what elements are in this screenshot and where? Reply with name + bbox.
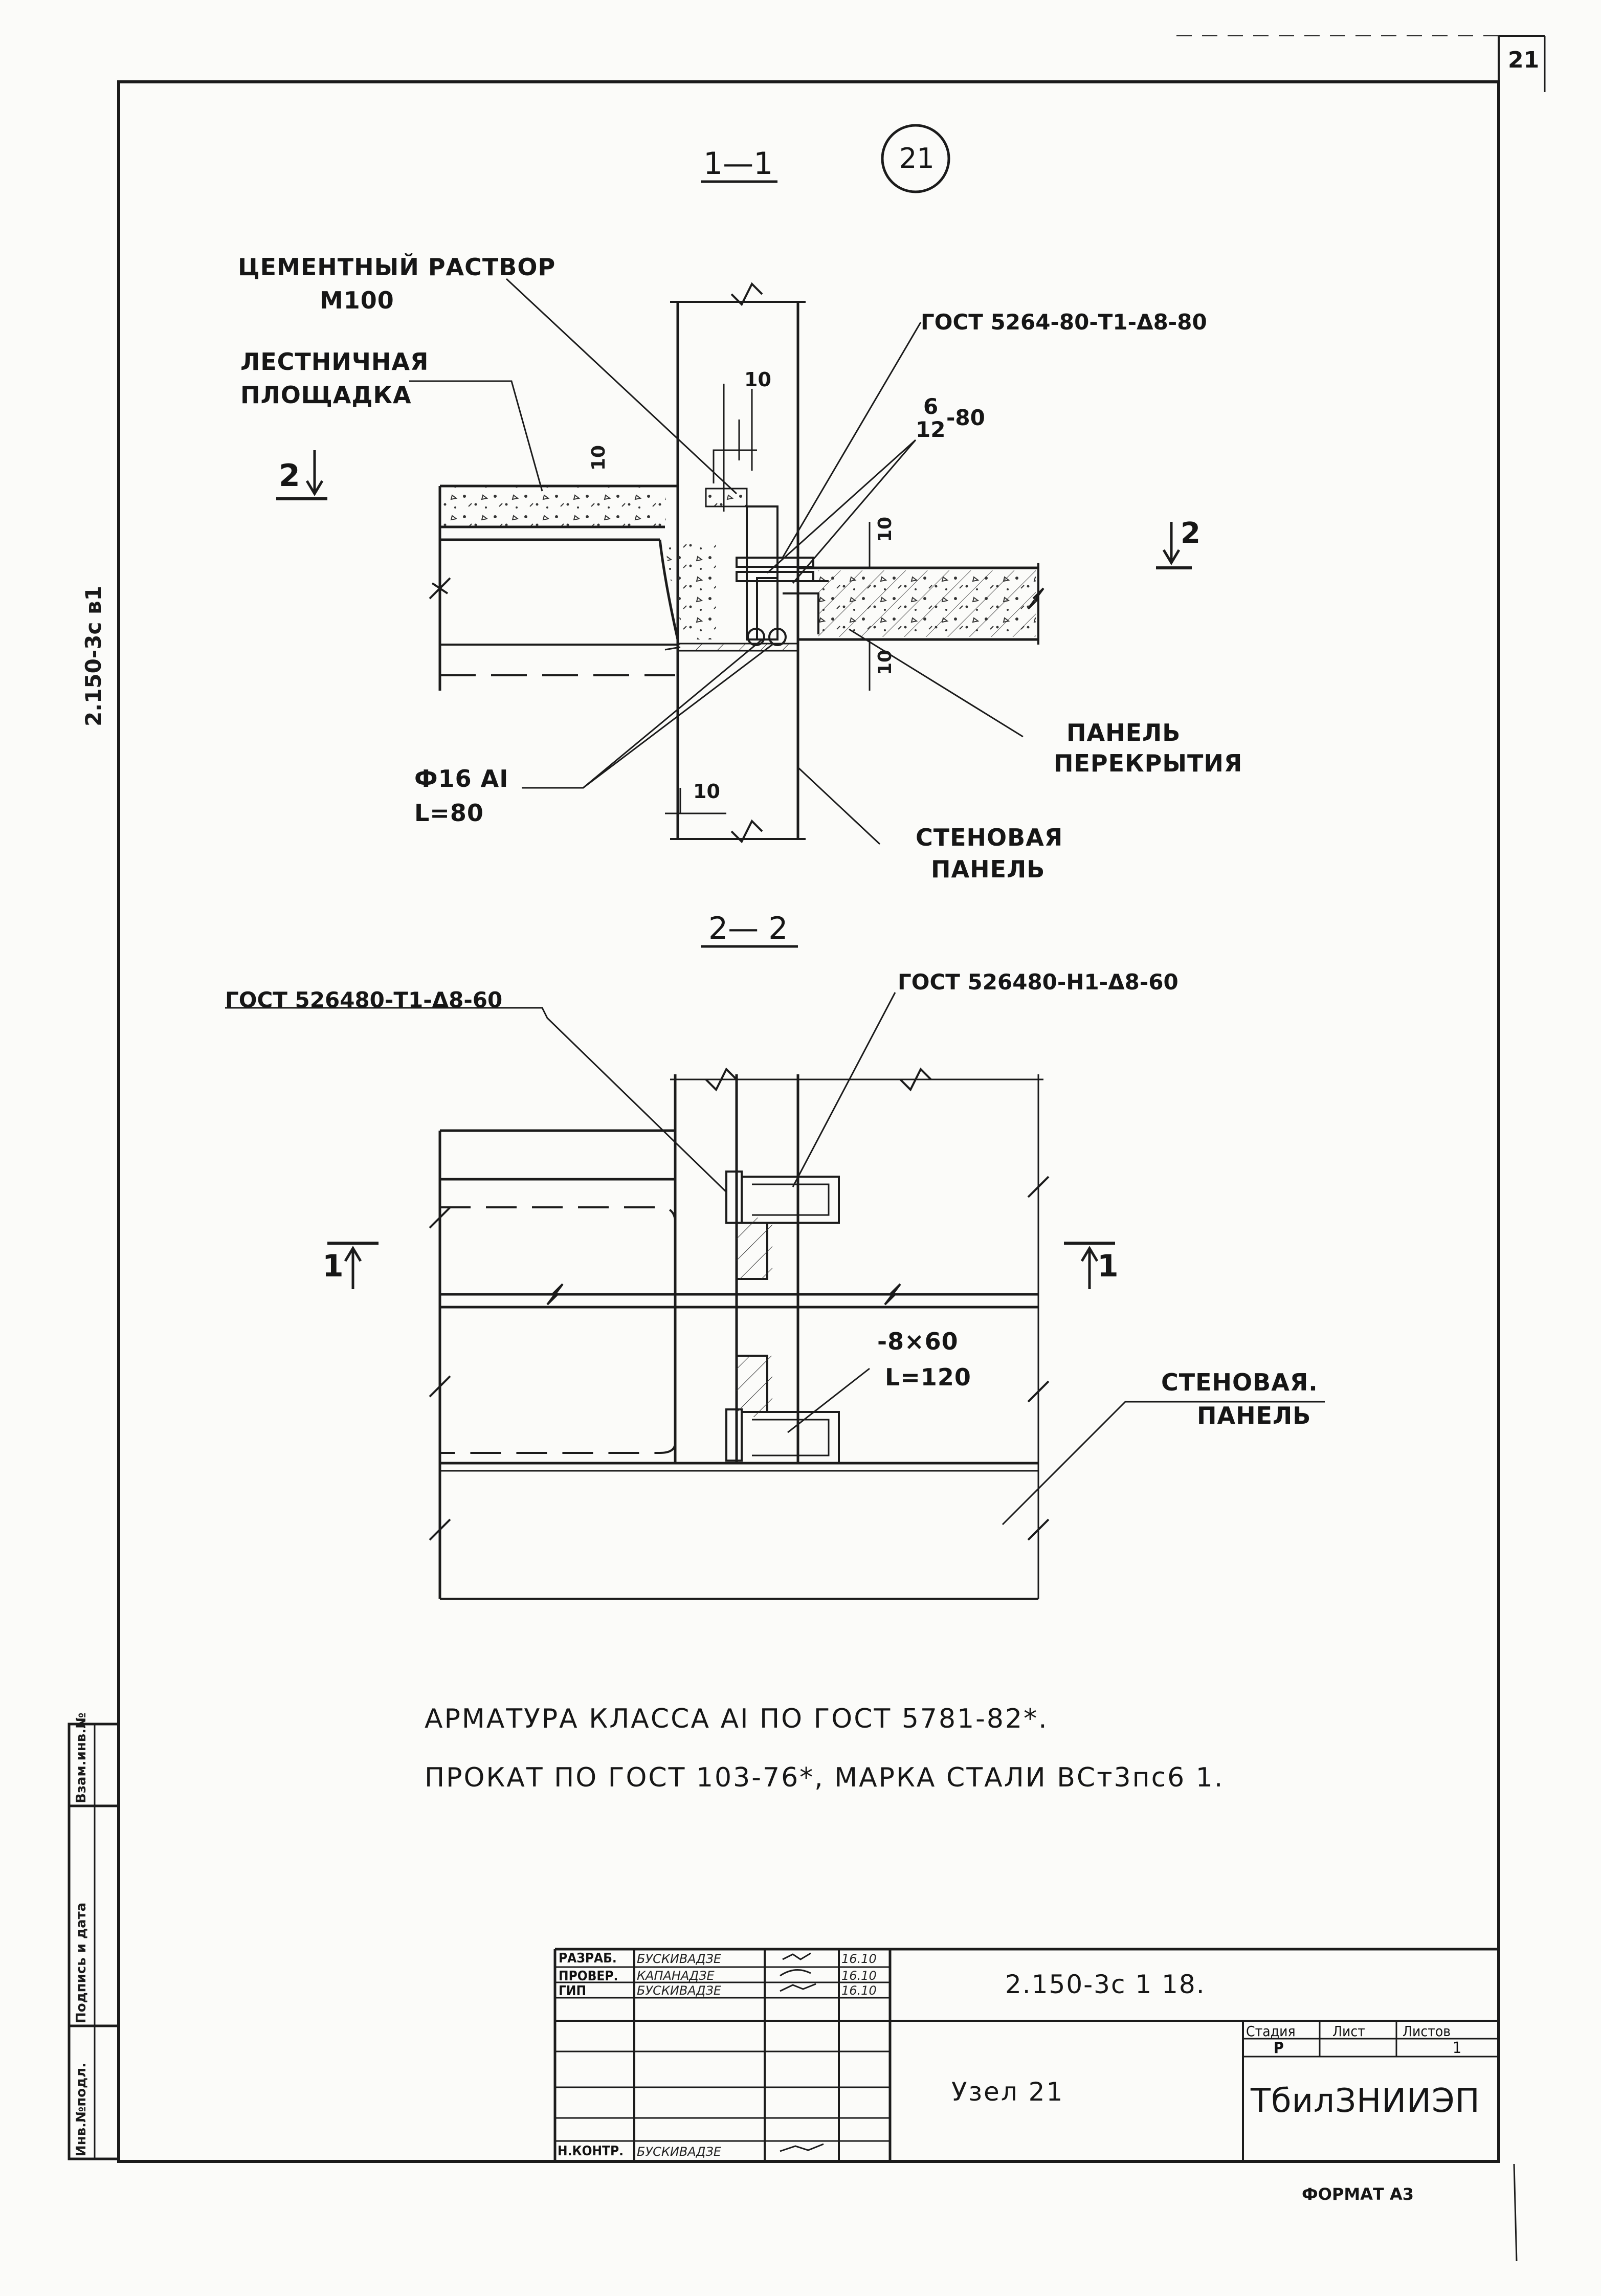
- tb-sheets-header: Листов: [1403, 2023, 1451, 2040]
- tb-name-row-1: БУСКИВАДЗЕ: [637, 1952, 722, 1966]
- wall-panel-label-line-1: СТЕНОВАЯ: [916, 824, 1063, 851]
- plate-length-label: L=120: [885, 1363, 971, 1391]
- dim-10-floor-top: 10: [875, 516, 896, 542]
- side-stamp: [68, 1723, 120, 2160]
- section-1-title: 1—1: [703, 146, 773, 182]
- landing-label-line-2: ПЛОЩАДКА: [240, 381, 412, 409]
- cut-mark-1-left: 1: [322, 1248, 344, 1284]
- note-line-1: АРМАТУРА КЛАССА АI ПО ГОСТ 5781-82*.: [425, 1704, 1049, 1734]
- rebar-label-line-2: L=80: [414, 799, 484, 827]
- node-circle-number: 21: [899, 142, 935, 174]
- side-code: 2.150-3с в1: [81, 586, 106, 726]
- side-stamp-inv-podl: Инв.№подл.: [74, 2062, 89, 2156]
- side-stamp-replace: Взам.инв.№: [74, 1712, 89, 1803]
- dim-10-landing: 10: [588, 445, 609, 471]
- tb-date-row-3: 16.10: [841, 1983, 877, 1998]
- note-line-2: ПРОКАТ ПО ГОСТ 103-76*, МАРКА СТАЛИ ВСт3…: [425, 1762, 1225, 1793]
- side-stamp-signature: Подпись и дата: [74, 1902, 89, 2023]
- gost-weld-label: ГОСТ 5264-80-Т1-Δ8-80: [921, 310, 1207, 335]
- tb-sheet-name: Узел 21: [951, 2077, 1064, 2107]
- tb-date-row-2: 16.10: [841, 1969, 877, 1983]
- rebar-label-line-1: Ф16 АI: [414, 765, 509, 792]
- dim-10-floor-bottom: 10: [875, 649, 896, 675]
- plate-size-label: -8×60: [877, 1328, 959, 1355]
- wall-panel-2-label-line-1: СТЕНОВАЯ.: [1161, 1368, 1318, 1396]
- tb-name-row-2: КАПАНАДЗЕ: [637, 1969, 715, 1983]
- tb-sheet-header: Лист: [1332, 2023, 1365, 2040]
- cut-mark-2-right: 2: [1181, 517, 1200, 550]
- mortar-label-line-2: М100: [320, 286, 394, 314]
- tb-role-row-4: Н.КОНТР.: [558, 2144, 624, 2159]
- sheet-format: ФОРМАТ А3: [1302, 2184, 1414, 2204]
- section-2-title: 2— 2: [708, 911, 788, 946]
- tb-role-row-1: РАЗРАБ.: [559, 1951, 617, 1966]
- weld-frac-bottom: 12: [916, 417, 946, 442]
- floor-panel-label-line-1: ПАНЕЛЬ: [1066, 719, 1181, 746]
- section-2-2: [225, 945, 1325, 1600]
- landing-label-line-1: ЛЕСТНИЧНАЯ: [240, 348, 429, 376]
- tb-stage-value: Р: [1274, 2039, 1284, 2057]
- section-1-1: [276, 124, 1192, 845]
- sheet-frame: [117, 35, 1546, 2262]
- tb-stage-header: Стадия: [1246, 2023, 1296, 2040]
- cut-mark-1-right: 1: [1097, 1248, 1119, 1284]
- weld-frac-suffix: -80: [946, 405, 985, 430]
- dim-10-top: 10: [744, 368, 771, 391]
- mortar-label-line-1: ЦЕМЕНТНЫЙ РАСТВОР: [238, 253, 556, 281]
- wall-panel-label-line-2: ПАНЕЛЬ: [931, 855, 1046, 883]
- tb-role-row-2: ПРОВЕР.: [559, 1969, 618, 1984]
- dim-10-bottom: 10: [693, 780, 720, 803]
- sheet-corner-number: 21: [1508, 47, 1540, 73]
- weld-frac-top: 6: [923, 394, 939, 419]
- tb-name-row-3: БУСКИВАДЗЕ: [637, 1983, 722, 1998]
- gost-left-label: ГОСТ 526480-Т1-Δ8-60: [225, 987, 503, 1012]
- tb-sheets-value: 1: [1453, 2039, 1462, 2057]
- tb-date-row-1: 16.10: [841, 1952, 877, 1966]
- cut-mark-2-left: 2: [279, 458, 300, 494]
- tb-name-row-4: БУСКИВАДЗЕ: [637, 2145, 722, 2159]
- wall-panel-2-label-line-2: ПАНЕЛЬ: [1197, 1402, 1311, 1429]
- tb-organization: ТбилЗНИИЭП: [1251, 2082, 1480, 2120]
- tb-role-row-3: ГИП: [559, 1983, 587, 1999]
- title-block-grid: [553, 1948, 1499, 2161]
- floor-panel-label-line-2: ПЕРЕКРЫТИЯ: [1054, 749, 1243, 777]
- gost-right-label: ГОСТ 526480-Н1-Δ8-60: [898, 969, 1178, 995]
- tb-doc-code: 2.150-3с 1 18.: [1005, 1970, 1206, 1999]
